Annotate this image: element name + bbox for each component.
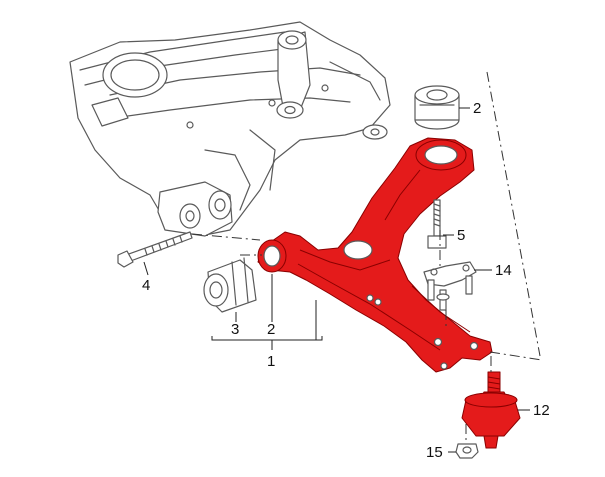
callouts: 2 4 5 14 12 15 3 2 1 (142, 100, 550, 461)
guide-lines (240, 71, 543, 444)
leader-lines (143, 107, 530, 453)
callout-15-nut: 15 (426, 444, 443, 461)
control-arm (257, 137, 493, 373)
ball-joint (461, 371, 521, 449)
bolt-subframe (117, 231, 193, 268)
bracket-bolt (427, 199, 447, 249)
callout-14-bracket-plate: 14 (495, 262, 512, 279)
callout-12-ball-joint: 12 (533, 402, 550, 419)
callout-1-assembly: 1 (267, 353, 275, 370)
nut (455, 443, 479, 459)
callout-5-bracket-bolt: 5 (457, 227, 465, 244)
bracket-plate (423, 261, 477, 311)
subframe (69, 21, 391, 237)
rear-bushing (414, 85, 460, 130)
front-bushing (203, 257, 257, 313)
callout-4-subframe-bolt: 4 (142, 277, 150, 294)
callout-2-bushing: 2 (267, 321, 275, 338)
callout-3-front-bushing: 3 (231, 321, 239, 338)
callout-2-rear-bushing: 2 (473, 100, 481, 117)
